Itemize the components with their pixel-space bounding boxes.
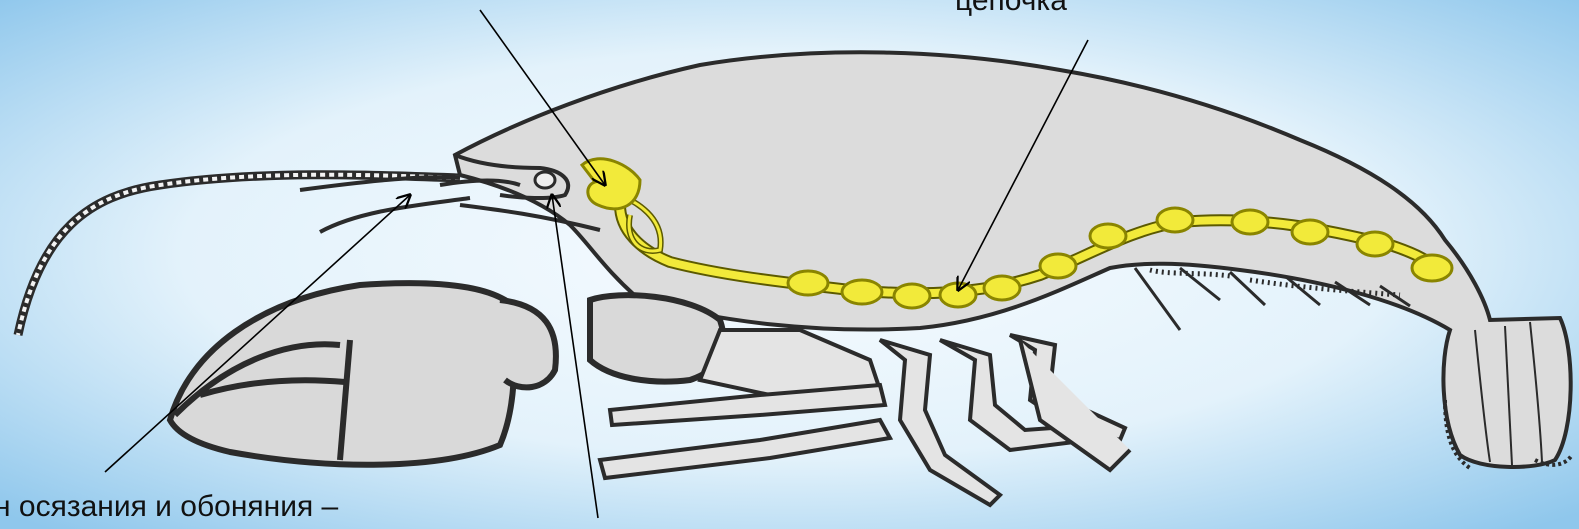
label-touch-smell-organ: н осязания и обоняния – [0,492,338,522]
label-nerve-chain: цепочка [955,0,1067,16]
